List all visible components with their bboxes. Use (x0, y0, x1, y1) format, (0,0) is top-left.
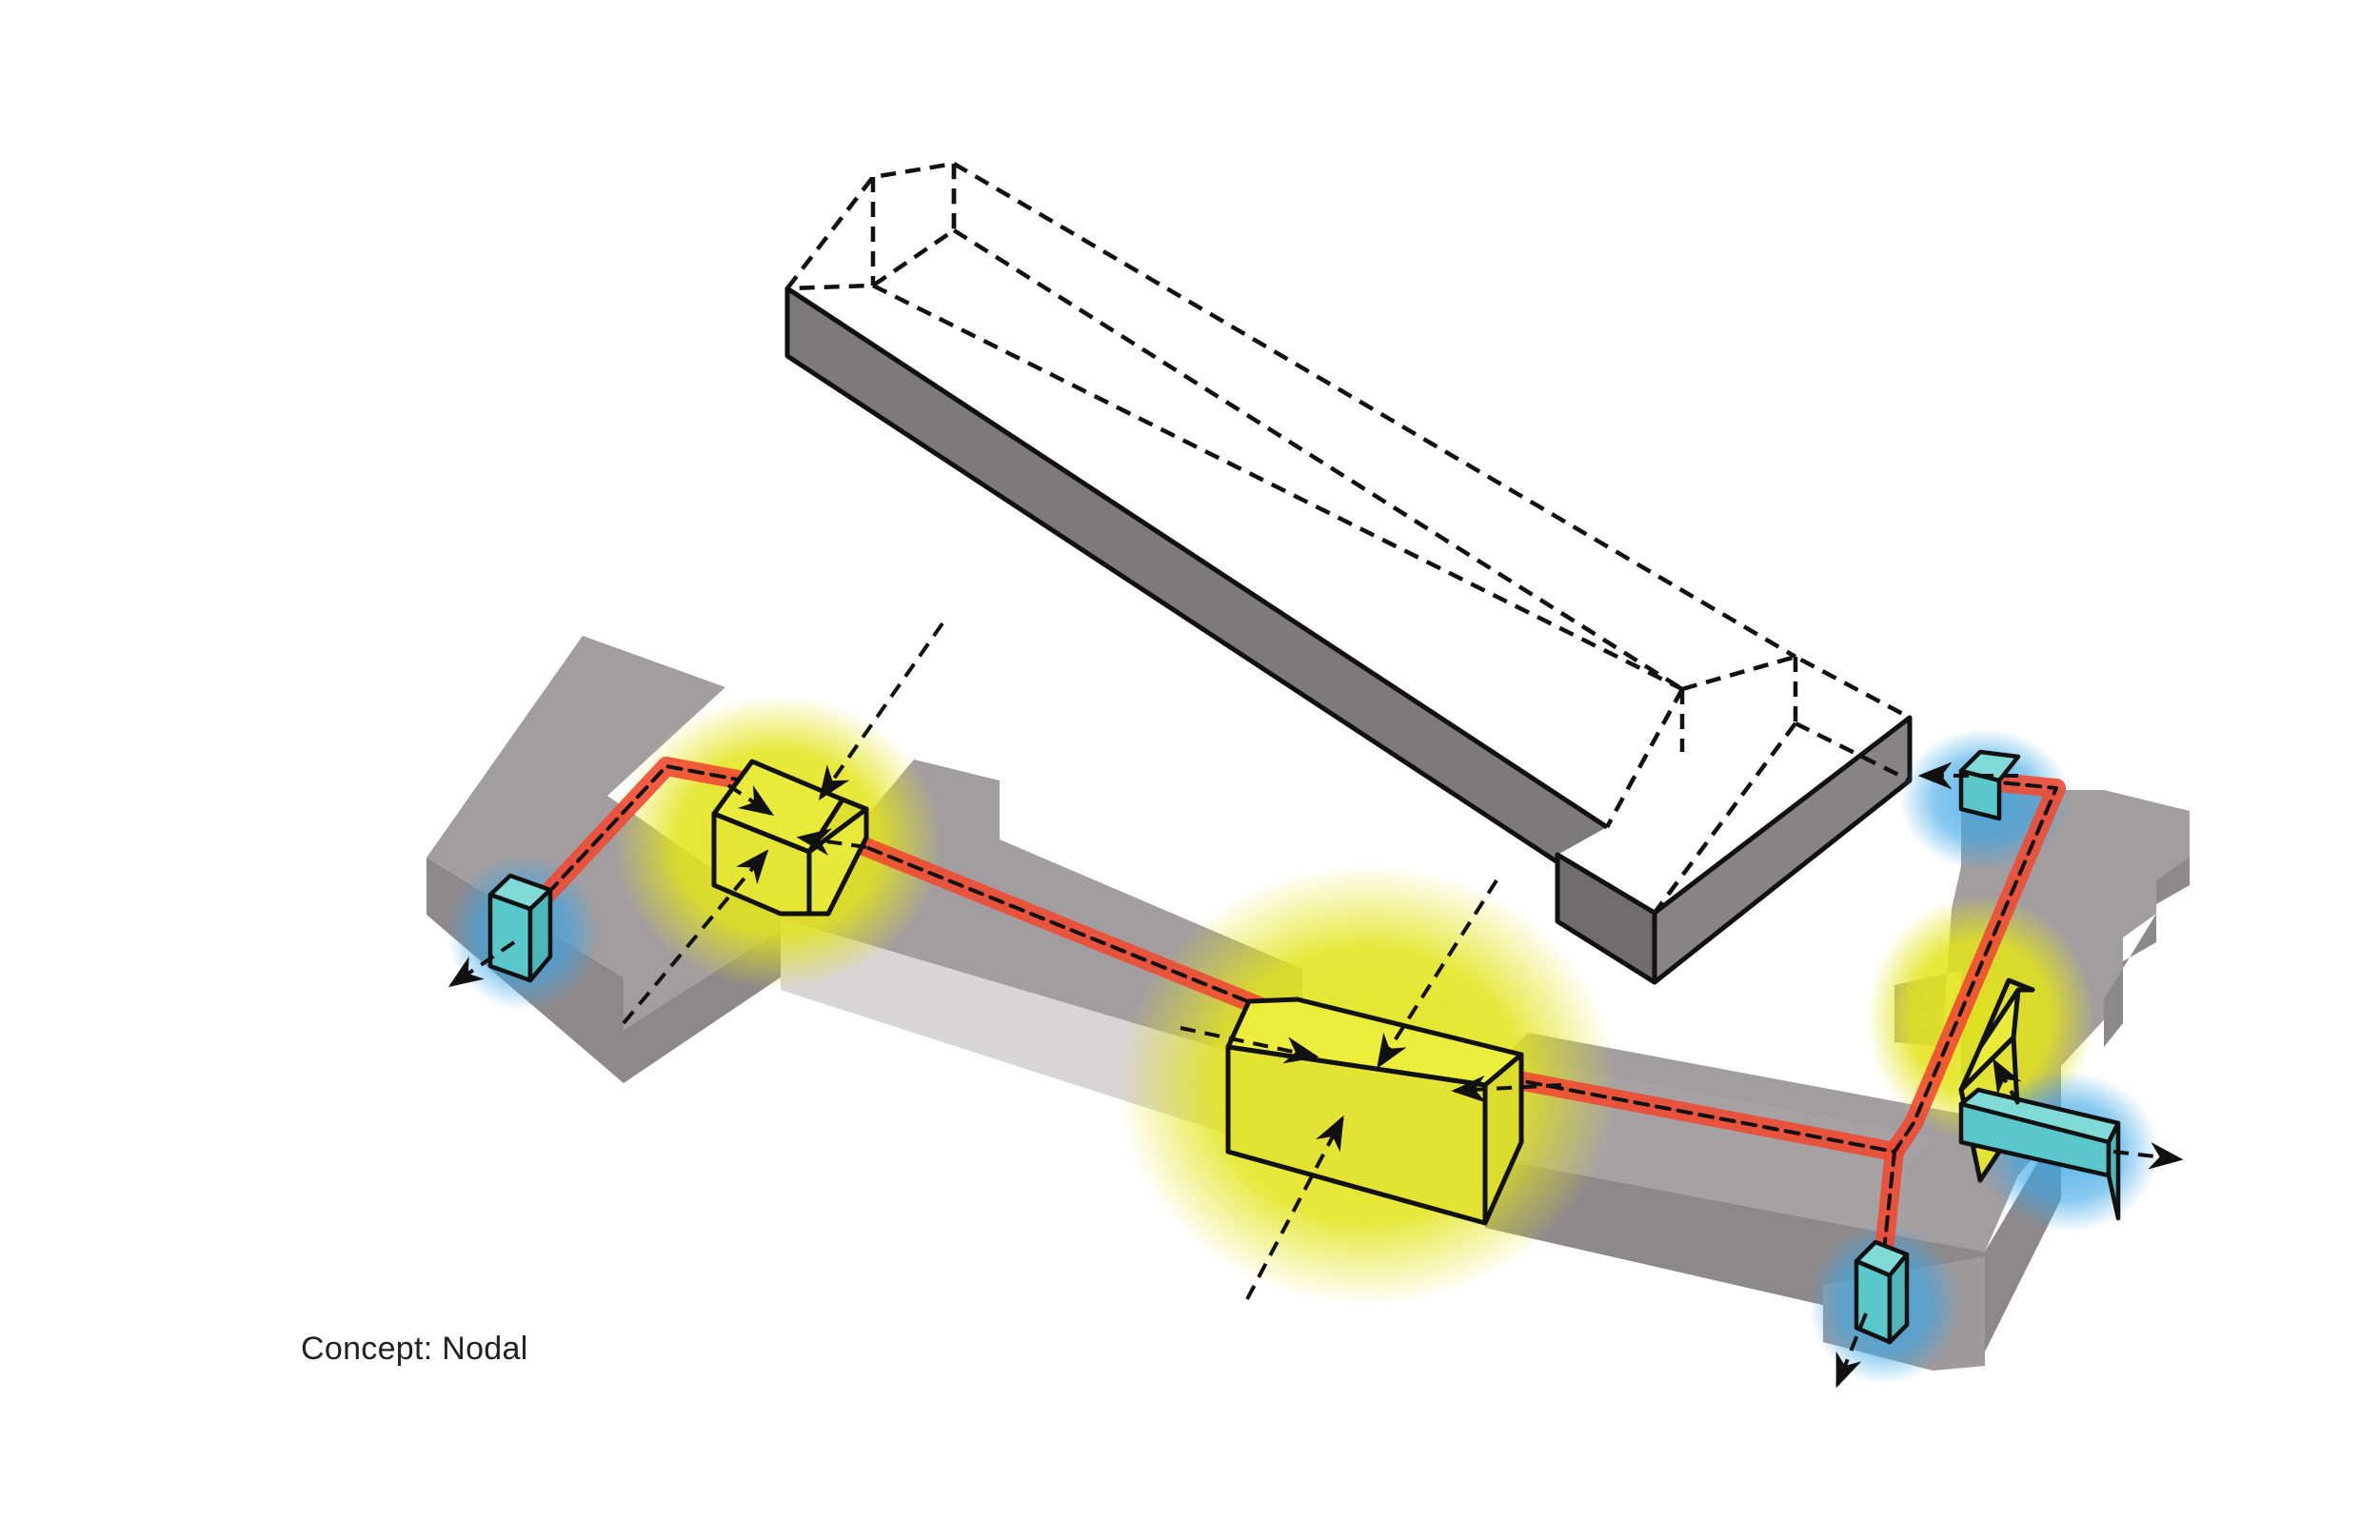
node-center (1225, 997, 1524, 1226)
existing-building-roof (787, 230, 1910, 913)
diagram-caption: Concept: Nodal (301, 1331, 528, 1367)
existing-building-outline (785, 161, 1912, 915)
right-wing-side (2104, 811, 2190, 1047)
existing-building (784, 161, 1913, 985)
movement-arrows (448, 622, 2184, 1389)
entry-left (487, 873, 553, 983)
entry-bottom-right (1854, 1239, 1910, 1345)
entry-mid-right (1958, 1087, 2121, 1221)
